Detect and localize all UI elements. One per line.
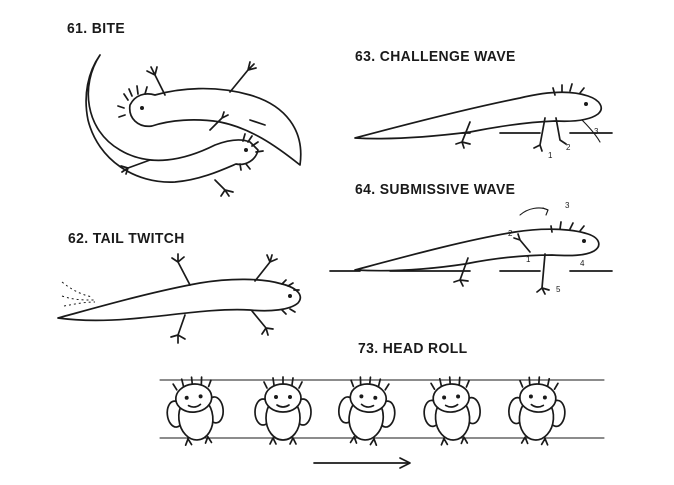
submissive-step-4: 4 — [580, 259, 585, 268]
head-roll-frames — [166, 376, 566, 447]
challenge-wave-illustration: 1 2 3 — [354, 83, 613, 160]
submissive-step-5: 5 — [556, 285, 561, 294]
caption-head-roll: 73. HEAD ROLL — [358, 340, 468, 357]
challenge-step-1: 1 — [548, 151, 553, 160]
caption-tail-twitch: 62. TAIL TWITCH — [68, 230, 185, 247]
head-roll-frame — [254, 376, 312, 445]
caption-submissive-wave: 64. SUBMISSIVE WAVE — [355, 181, 516, 198]
tail-twitch-illustration — [57, 253, 302, 344]
head-roll-frame — [166, 376, 225, 447]
submissive-step-3: 3 — [565, 201, 570, 210]
bite-illustration — [85, 54, 302, 197]
submissive-step-1: 1 — [526, 255, 531, 264]
challenge-step-3: 3 — [594, 127, 599, 136]
challenge-step-2: 2 — [566, 143, 571, 152]
head-roll-frame — [423, 376, 481, 446]
head-roll-illustration — [159, 376, 605, 469]
submissive-wave-illustration: 3 2 1 4 5 — [329, 201, 613, 295]
head-roll-frame — [508, 376, 566, 446]
caption-bite: 61. BITE — [67, 20, 126, 37]
head-roll-frame — [337, 376, 396, 447]
submissive-step-2: 2 — [508, 229, 513, 238]
caption-challenge-wave: 63. CHALLENGE WAVE — [355, 48, 516, 65]
